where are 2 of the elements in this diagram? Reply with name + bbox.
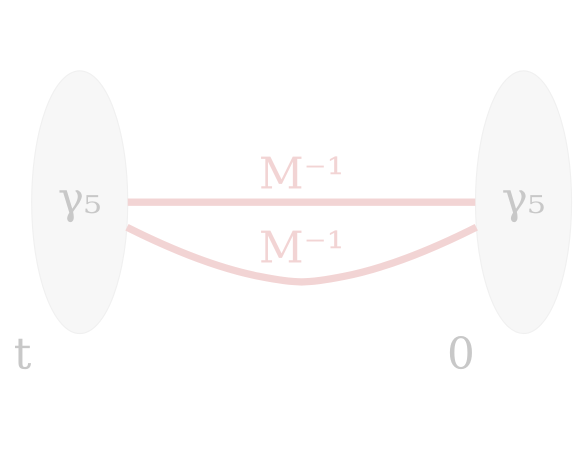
connector bbox=[128, 198, 476, 206]
connector bbox=[125, 224, 478, 286]
